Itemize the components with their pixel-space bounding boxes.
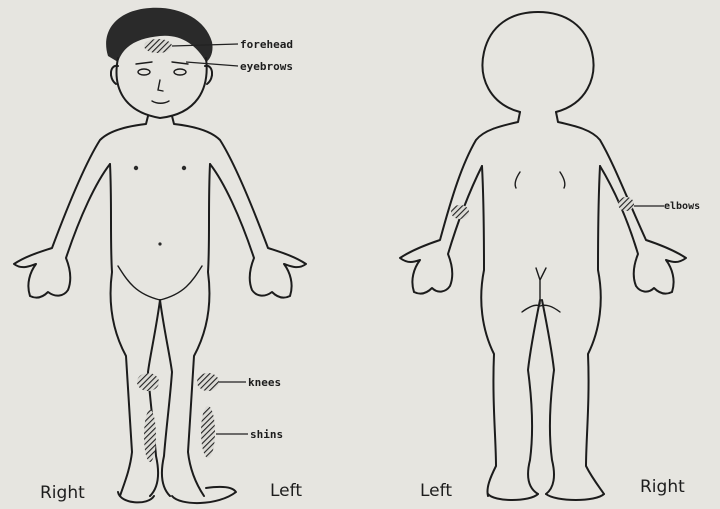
leader-eyebrows <box>186 62 238 66</box>
front-figure: forehead eyebrows knees shins Right Left <box>14 8 306 503</box>
front-mark-shin-right <box>144 410 156 462</box>
label-forehead: forehead <box>240 38 293 51</box>
back-torso-left <box>481 166 496 496</box>
back-shoulder-blade-right <box>560 172 565 188</box>
back-buttock-cleft <box>536 268 546 304</box>
front-navel <box>158 242 161 245</box>
front-arm-right <box>14 116 148 298</box>
front-mark-knee-left <box>197 373 219 391</box>
front-leg-inner-right <box>148 300 160 496</box>
back-leg-inner-right <box>542 300 554 494</box>
front-foot-right <box>118 492 154 502</box>
front-side-left: Left <box>270 481 302 501</box>
front-eyebrow-left <box>172 62 188 64</box>
back-leg-inner-left <box>528 300 540 494</box>
back-side-left: Left <box>420 481 452 501</box>
label-eyebrows: eyebrows <box>240 60 293 73</box>
back-shoulder-blade-left <box>515 172 520 188</box>
front-eye-left <box>174 69 186 75</box>
front-hip-curve <box>118 266 202 300</box>
label-shins: shins <box>250 428 283 441</box>
front-nipple-right <box>134 166 138 170</box>
back-mark-elbow-right <box>618 197 634 211</box>
back-foot-left <box>488 494 538 500</box>
front-torso <box>110 164 132 496</box>
front-hair <box>106 8 212 62</box>
label-knees: knees <box>248 376 281 389</box>
back-buttock-fold <box>522 305 560 312</box>
front-eye-right <box>138 69 150 75</box>
back-foot-right <box>546 494 604 500</box>
back-torso-right <box>586 166 604 494</box>
front-mouth <box>152 101 169 103</box>
back-arm-left <box>400 112 520 294</box>
front-eyebrow-right <box>136 62 152 64</box>
front-arm-left <box>172 116 306 298</box>
front-nose <box>158 80 163 91</box>
front-mark-knee-right <box>137 373 159 391</box>
back-figure: elbows Left Right <box>400 12 700 501</box>
back-side-right: Right <box>640 477 685 497</box>
front-side-right: Right <box>40 483 85 503</box>
front-head <box>117 58 207 118</box>
front-nipple-left <box>182 166 186 170</box>
front-mark-forehead <box>144 39 172 53</box>
back-head <box>483 12 594 112</box>
front-leg-inner-left <box>160 300 172 496</box>
front-mark-shin-left <box>201 406 215 458</box>
label-elbows: elbows <box>664 201 700 212</box>
back-mark-elbow-left <box>451 205 469 219</box>
